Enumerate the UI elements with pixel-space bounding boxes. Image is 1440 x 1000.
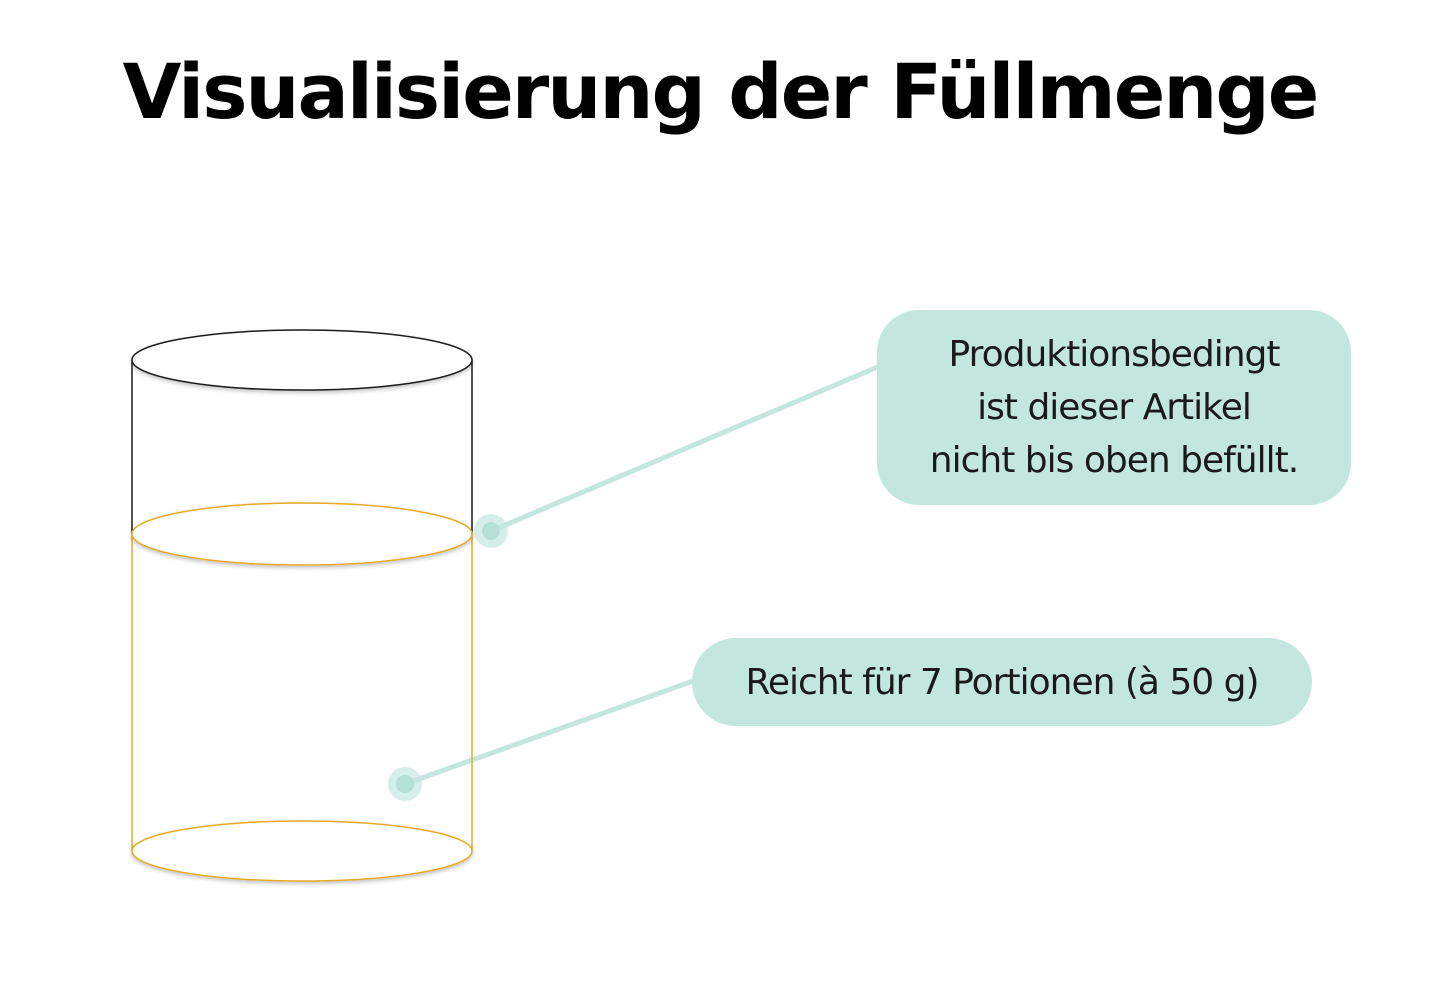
fill-surface [131, 502, 473, 566]
container-rim [131, 329, 473, 391]
container-outline [131, 329, 473, 534]
fill-volume [131, 502, 473, 882]
portion-note-callout: Reicht für 7 Portionen (à 50 g) [692, 638, 1312, 726]
fill-note-connector-line [488, 363, 883, 534]
page-title: Visualisierung der Füllmenge [122, 47, 1320, 136]
fill-note-callout: Produktionsbedingt ist dieser Artikel ni… [877, 310, 1351, 505]
container-bottom [131, 820, 473, 882]
portion-note-connector-line [402, 677, 699, 787]
